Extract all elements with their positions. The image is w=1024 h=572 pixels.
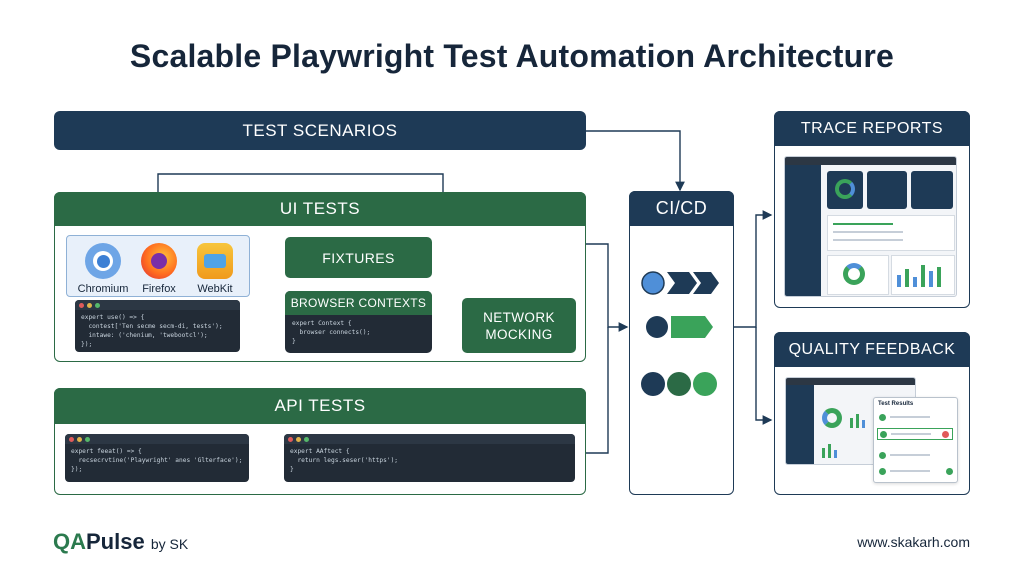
webkit-icon [197, 243, 233, 279]
browsers-box: Chromium Firefox WebKit [66, 235, 250, 297]
fixtures-box: FIXTURES [285, 237, 432, 278]
brand-qa: QA [53, 529, 86, 554]
browser-label-chromium: Chromium [77, 283, 129, 295]
ui-tests-label: UI TESTS [279, 199, 361, 218]
api-tests-header: API TESTS [54, 388, 586, 424]
quality-feedback-header: QUALITY FEEDBACK [774, 332, 970, 367]
trace-reports-label: TRACE REPORTS [800, 119, 944, 137]
footer-url[interactable]: www.skakarh.com [857, 534, 970, 550]
pipeline-icons [641, 271, 719, 396]
pipeline-chevron [667, 272, 697, 294]
api-code-snippet-2: expert AAftect { return legs.seser('http… [284, 434, 575, 482]
browser-contexts-box: BROWSER CONTEXTS expert Context { browse… [285, 291, 432, 353]
test-scenarios-label: TEST SCENARIOS [242, 120, 398, 140]
firefox-icon [141, 243, 177, 279]
result-row-pass [879, 450, 953, 460]
ui-code-snippet: expert use() => { contest['Ten secme sec… [75, 300, 240, 352]
network-mocking-label: NETWORK MOCKING [483, 309, 555, 342]
browser-label-firefox: Firefox [142, 283, 176, 295]
test-results-label: Test Results [878, 401, 914, 407]
trace-reports-header: TRACE REPORTS [774, 111, 970, 146]
browser-contexts-label: BROWSER CONTEXTS [285, 291, 432, 315]
pipeline-chevron [671, 316, 713, 338]
page-title: Scalable Playwright Test Automation Arch… [129, 38, 895, 74]
cicd-header: CI/CD [629, 191, 734, 226]
cicd-label: CI/CD [655, 198, 708, 218]
pipeline-stage-circle [646, 316, 668, 338]
ui-code-text: expert use() => { contest['Ten secme sec… [81, 314, 223, 348]
window-dots [284, 434, 575, 444]
api-code-snippet-1: expert feeat() => { recsecrvtine('Playwr… [65, 434, 249, 482]
result-row-fail [877, 428, 953, 440]
pipeline-stage-circle [693, 372, 717, 396]
pipeline-stage-circle [641, 372, 665, 396]
api-code-text-2: expert AAftect { return legs.seser('http… [290, 448, 399, 473]
pipeline-chevron [693, 272, 719, 294]
trace-dashboard-thumbnail [784, 156, 957, 297]
pipeline-stage-circle [641, 271, 665, 295]
api-code-text-1: expert feeat() => { recsecrvtine('Playwr… [71, 448, 243, 473]
test-scenarios-bar: TEST SCENARIOS [54, 111, 586, 150]
pipeline-stage-circle [667, 372, 691, 396]
brand-by: by SK [150, 536, 189, 552]
ui-tests-header: UI TESTS [54, 192, 586, 226]
test-results-card: Test Results [873, 397, 958, 483]
api-tests-label: API TESTS [274, 396, 366, 415]
quality-feedback-label: QUALITY FEEDBACK [788, 340, 956, 358]
result-row-pass [879, 466, 953, 476]
chromium-icon [85, 243, 121, 279]
footer-brand: QAPulse by SK [53, 529, 188, 555]
cicd-panel [629, 191, 734, 495]
contexts-code-text: expert Context { browser connects(); } [292, 320, 371, 345]
window-dots [75, 300, 240, 310]
brand-pulse: Pulse [86, 529, 145, 554]
fixtures-label: FIXTURES [322, 249, 395, 266]
result-row-pass [879, 412, 953, 422]
network-mocking-box: NETWORK MOCKING [462, 298, 576, 353]
browser-label-webkit: WebKit [197, 283, 233, 295]
window-dots [65, 434, 249, 444]
